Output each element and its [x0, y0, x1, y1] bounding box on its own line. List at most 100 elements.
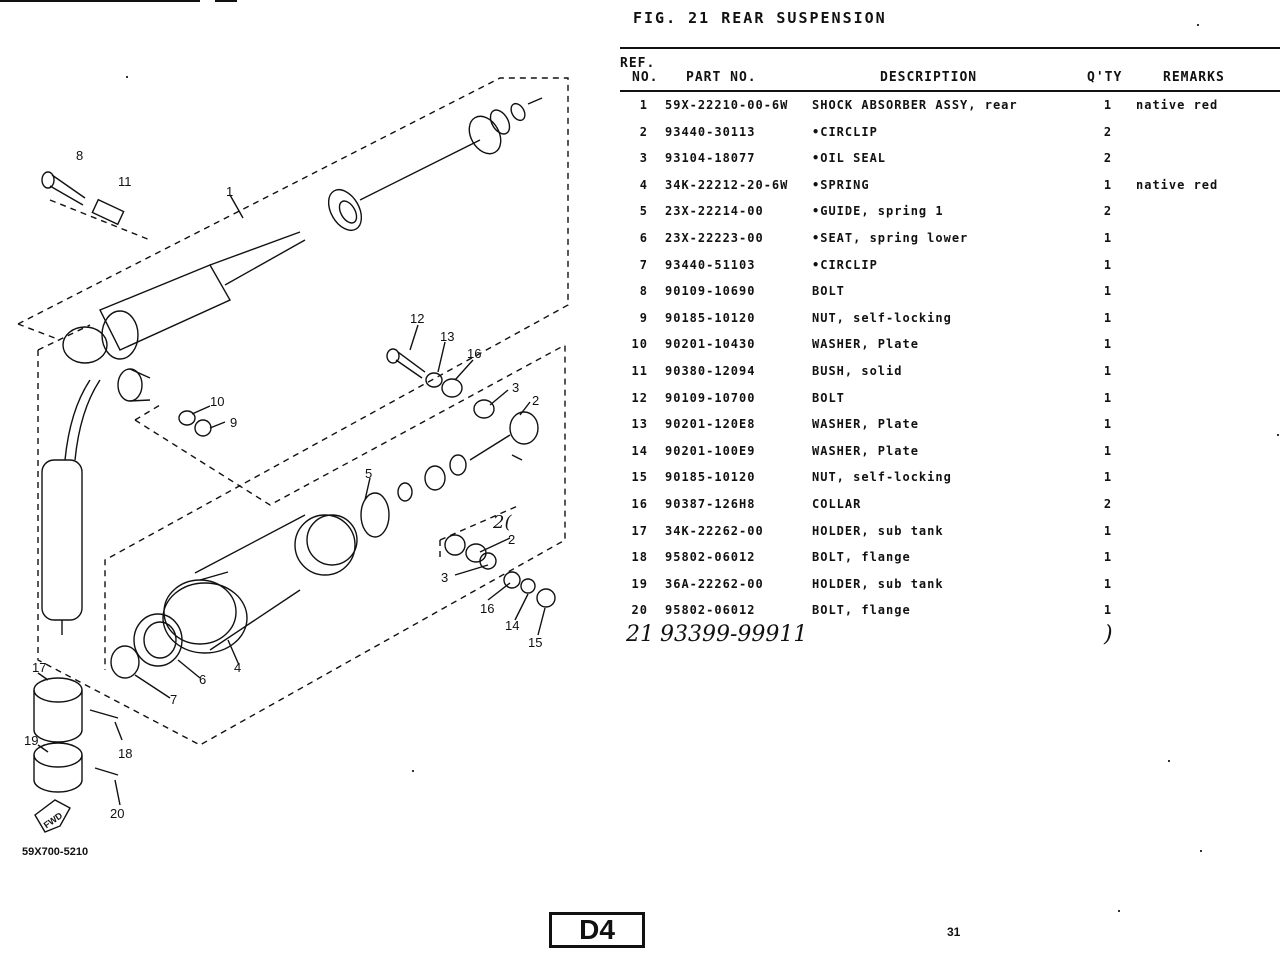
cell-qty: 1 [1103, 417, 1113, 431]
cell-part-no: 90201-100E9 [665, 444, 756, 458]
cell-description: SHOCK ABSORBER ASSY, rear [812, 98, 1018, 112]
cell-ref: 9 [639, 311, 648, 325]
cell-qty: 1 [1103, 391, 1113, 405]
cell-ref: 20 [631, 603, 648, 617]
scan-speck [126, 76, 128, 78]
scan-speck [1118, 910, 1120, 912]
handwritten-ref: 21 [626, 622, 654, 647]
header-remarks: REMARKS [1163, 70, 1225, 85]
table-row: 9 90185-10120 NUT, self-locking 1 [620, 311, 1280, 337]
table-row: 7 93440-51103 •CIRCLIP 1 [620, 258, 1280, 284]
cell-qty: 1 [1103, 524, 1113, 538]
cell-qty: 1 [1103, 258, 1113, 272]
cell-ref: 15 [631, 470, 648, 484]
table-top-rule [620, 47, 1280, 49]
cell-qty: 1 [1103, 98, 1113, 112]
cell-description: BOLT, flange [812, 550, 911, 564]
cell-description: WASHER, Plate [812, 417, 919, 431]
section-badge: D4 [549, 912, 645, 948]
callout-20: 20 [110, 806, 124, 821]
handwritten-qty: ) [1104, 622, 1113, 647]
callout-2b: 2 [508, 532, 515, 547]
cell-ref: 7 [639, 258, 648, 272]
callout-3: 3 [512, 380, 519, 395]
cell-part-no: 90109-10690 [665, 284, 756, 298]
cell-qty: 1 [1103, 311, 1113, 325]
cell-ref: 10 [631, 337, 648, 351]
cell-ref: 17 [631, 524, 648, 538]
cell-ref: 8 [639, 284, 648, 298]
header-ref: REF. [620, 56, 656, 71]
cell-qty: 1 [1103, 444, 1113, 458]
cell-description: HOLDER, sub tank [812, 524, 944, 538]
callout-2: 2 [532, 393, 539, 408]
callout-11: 11 [118, 174, 132, 189]
callout-8: 8 [76, 148, 83, 163]
fwd-label: FWD [42, 810, 65, 830]
cell-ref: 6 [639, 231, 648, 245]
scan-speck [1200, 850, 1202, 852]
cell-description: NUT, self-locking [812, 311, 952, 325]
cell-description: BOLT [812, 391, 845, 405]
cell-part-no: 90109-10700 [665, 391, 756, 405]
cell-part-no: 59X-22210-00-6W [665, 98, 789, 112]
cell-part-no: 90387-126H8 [665, 497, 756, 511]
table-row: 13 90201-120E8 WASHER, Plate 1 [620, 417, 1280, 443]
callout-14: 14 [505, 618, 519, 633]
cell-part-no: 23X-22223-00 [665, 231, 764, 245]
cell-qty: 1 [1103, 550, 1113, 564]
page-number: 31 [947, 925, 961, 939]
cell-description: •OIL SEAL [812, 151, 887, 165]
cell-part-no: 90185-10120 [665, 311, 756, 325]
cell-ref: 14 [631, 444, 648, 458]
cell-part-no: 90201-120E8 [665, 417, 756, 431]
callout-16b: 16 [480, 601, 494, 616]
table-row: 17 34K-22262-00 HOLDER, sub tank 1 [620, 524, 1280, 550]
cell-description: •CIRCLIP [812, 125, 878, 139]
callout-17: 17 [32, 660, 46, 675]
cell-ref: 18 [631, 550, 648, 564]
cell-ref: 4 [639, 178, 648, 192]
cell-description: •CIRCLIP [812, 258, 878, 272]
cell-description: BOLT, flange [812, 603, 911, 617]
callout-3b: 3 [441, 570, 448, 585]
callout-9: 9 [230, 415, 237, 430]
callout-18: 18 [118, 746, 132, 761]
callout-12: 12 [410, 311, 424, 326]
cell-ref: 16 [631, 497, 648, 511]
cell-ref: 13 [631, 417, 648, 431]
callout-21-handwritten: 2( [492, 512, 512, 533]
cell-qty: 1 [1103, 178, 1113, 192]
cell-description: WASHER, Plate [812, 337, 919, 351]
cell-description: BUSH, solid [812, 364, 903, 378]
cell-description: HOLDER, sub tank [812, 577, 944, 591]
callout-1: 1 [226, 184, 233, 199]
cell-ref: 5 [639, 204, 648, 218]
cell-part-no: 90201-10430 [665, 337, 756, 351]
cell-part-no: 93440-51103 [665, 258, 756, 272]
table-row: 12 90109-10700 BOLT 1 [620, 391, 1280, 417]
scan-speck [412, 770, 414, 772]
cell-qty: 2 [1103, 125, 1113, 139]
cell-ref: 3 [639, 151, 648, 165]
cell-part-no: 34K-22262-00 [665, 524, 764, 538]
cell-ref: 19 [631, 577, 648, 591]
cell-ref: 12 [631, 391, 648, 405]
callout-16: 16 [467, 346, 481, 361]
callout-7: 7 [170, 692, 177, 707]
cell-qty: 2 [1103, 497, 1113, 511]
table-row: 1 59X-22210-00-6W SHOCK ABSORBER ASSY, rea… [620, 98, 1280, 124]
cell-description: •SPRING [812, 178, 870, 192]
cell-qty: 1 [1103, 470, 1113, 484]
